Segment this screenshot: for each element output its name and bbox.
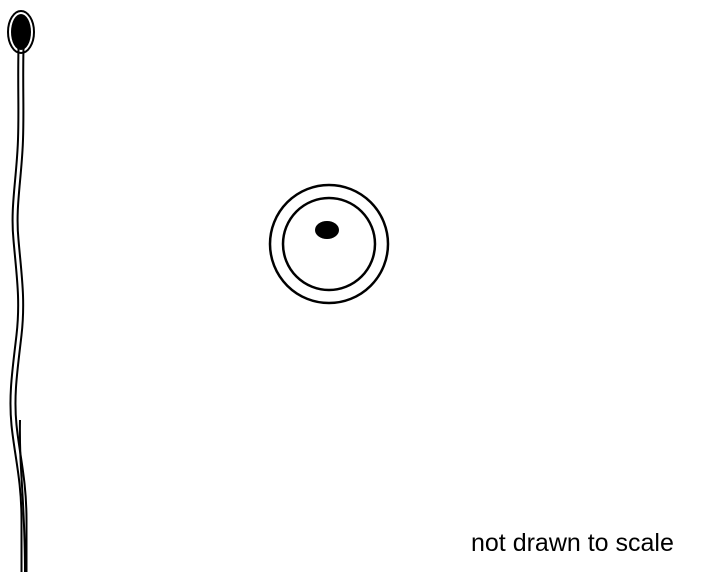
egg-nucleus [315, 221, 339, 239]
sperm-head [11, 14, 31, 50]
egg-inner-membrane [283, 198, 375, 290]
egg-cell [270, 185, 388, 303]
egg-outer-layer [270, 185, 388, 303]
scale-note: not drawn to scale [471, 528, 674, 558]
sperm-cell [8, 11, 34, 572]
